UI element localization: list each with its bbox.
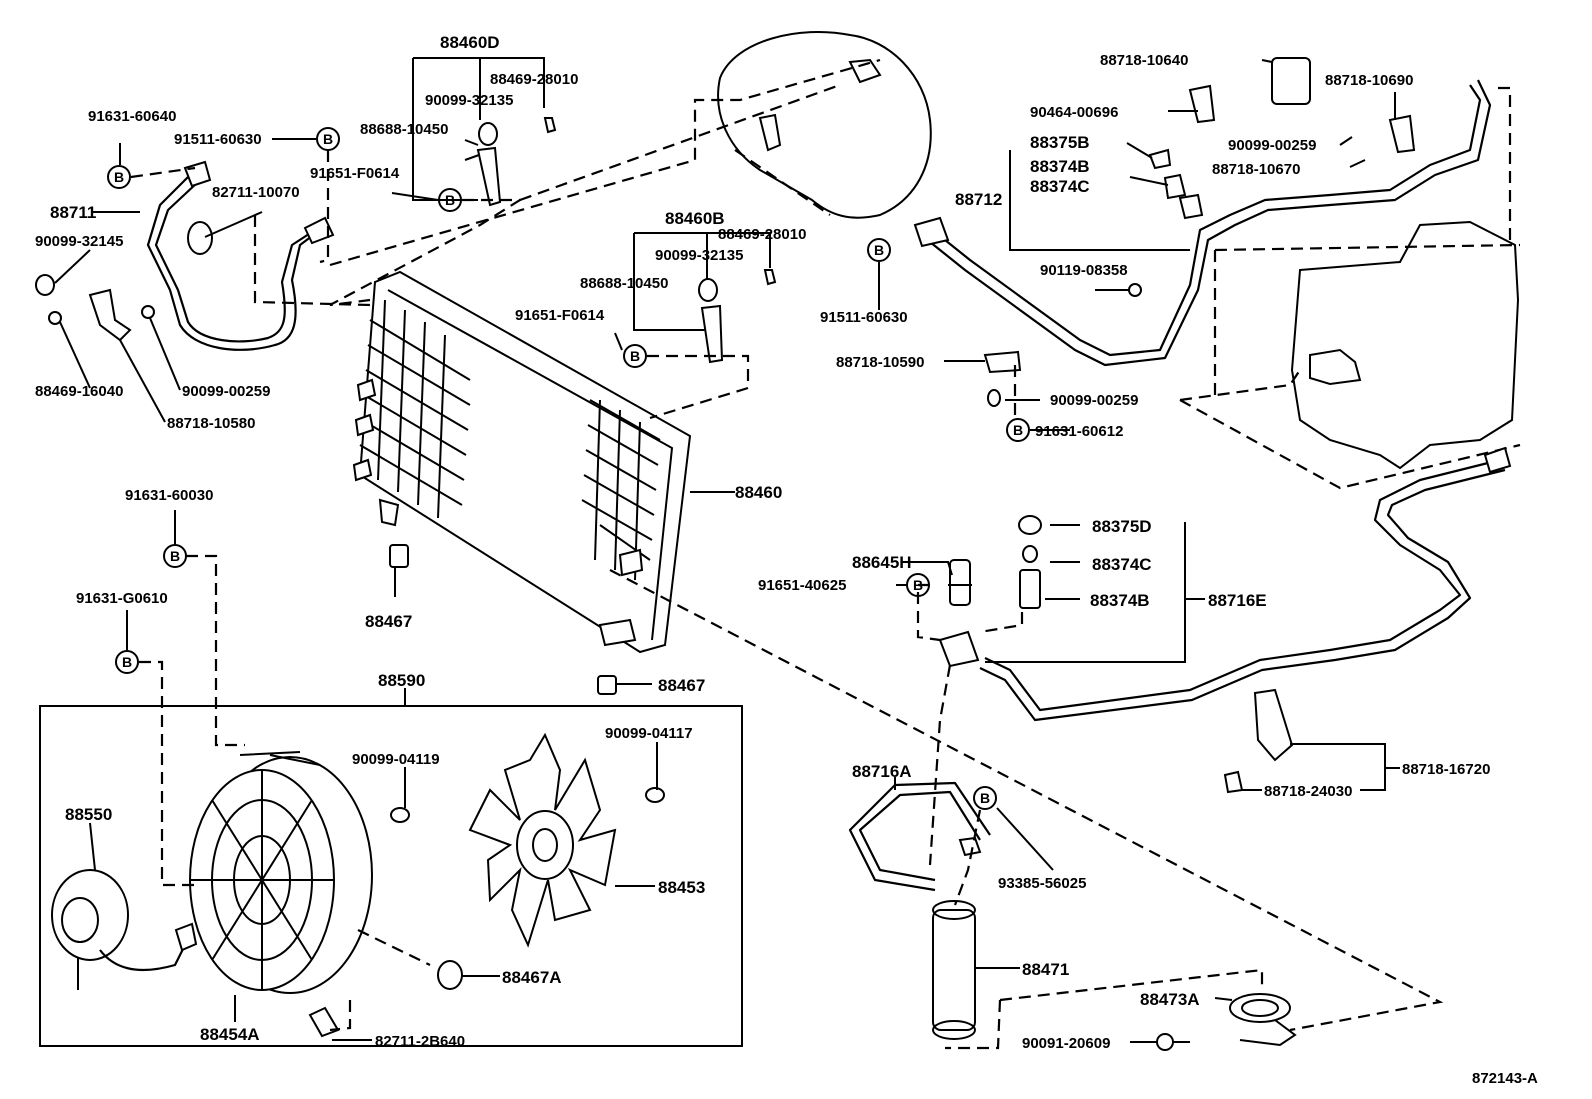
label-88375b: 88375B xyxy=(1030,133,1090,152)
label-90099-00259-a: 90099-00259 xyxy=(182,383,270,400)
label-88590: 88590 xyxy=(378,671,425,690)
label-88460: 88460 xyxy=(735,483,782,502)
bolt-marker: B xyxy=(867,238,891,262)
label-91631-60030: 91631-60030 xyxy=(125,487,213,504)
label-88473a: 88473A xyxy=(1140,990,1200,1009)
label-88469-16040: 88469-16040 xyxy=(35,383,123,400)
label-88716e: 88716E xyxy=(1208,591,1267,610)
label-91651-40625: 91651-40625 xyxy=(758,577,846,594)
label-88718-10690: 88718-10690 xyxy=(1325,72,1413,89)
label-90099-32145: 90099-32145 xyxy=(35,233,123,250)
label-82711-10070: 82711-10070 xyxy=(212,184,300,201)
svg-text:B: B xyxy=(170,548,180,564)
label-91511-60630-a: 91511-60630 xyxy=(174,131,262,148)
label-90099-04117: 90099-04117 xyxy=(605,725,693,742)
bolt-marker: B xyxy=(623,344,647,368)
svg-text:B: B xyxy=(323,131,333,147)
valve-core-88375d xyxy=(1018,515,1042,609)
label-88469-28010-b: 88469-28010 xyxy=(718,226,806,243)
label-88716a: 88716A xyxy=(852,762,912,781)
leader-lines xyxy=(54,57,1400,1043)
svg-text:B: B xyxy=(980,790,990,806)
pressure-switch-88645h xyxy=(948,559,972,606)
label-90099-00259-c: 90099-00259 xyxy=(1050,392,1138,409)
label-88467-a: 88467 xyxy=(365,612,412,631)
fan-shroud-88454a xyxy=(189,751,373,994)
compressor-outline xyxy=(717,31,932,219)
label-90464-00696: 90464-00696 xyxy=(1030,104,1118,121)
label-91651-f0614-a: 91651-F0614 xyxy=(310,165,400,182)
label-88374c-b: 88374C xyxy=(1092,555,1152,574)
engine-outline xyxy=(1179,220,1521,490)
bolt-marker: B xyxy=(973,786,997,810)
label-91651-f0614-b: 91651-F0614 xyxy=(515,307,605,324)
label-88374b-a: 88374B xyxy=(1030,157,1090,176)
condenser-88460 xyxy=(352,270,692,654)
fan-motor-88550 xyxy=(51,869,198,990)
discharge-hose-88711 xyxy=(88,160,335,351)
fan-blade-88453 xyxy=(468,732,617,948)
diagram-id: 872143-A xyxy=(1472,1070,1538,1087)
label-88718-10580: 88718-10580 xyxy=(167,415,255,432)
small-hardware xyxy=(35,57,1416,1051)
label-90091-20609: 90091-20609 xyxy=(1022,1035,1110,1052)
liquid-pipe-88716e xyxy=(938,446,1512,722)
label-88718-24030: 88718-24030 xyxy=(1264,783,1352,800)
label-88460d: 88460D xyxy=(440,33,500,52)
label-88374c-a: 88374C xyxy=(1030,177,1090,196)
bolt-marker: B xyxy=(163,544,187,568)
label-88688-10450-a: 88688-10450 xyxy=(360,121,448,138)
svg-text:B: B xyxy=(122,654,132,670)
dashed-guides xyxy=(130,58,1512,1050)
receiver-drier-88471 xyxy=(932,900,976,1040)
label-88718-16720: 88718-16720 xyxy=(1402,761,1490,778)
label-88718-10590: 88718-10590 xyxy=(836,354,924,371)
label-90099-04119: 90099-04119 xyxy=(352,751,440,768)
label-88460b: 88460B xyxy=(665,209,725,228)
label-91631-60612: 91631-60612 xyxy=(1035,423,1123,440)
label-90099-00259-b: 90099-00259 xyxy=(1228,137,1316,154)
label-88645h: 88645H xyxy=(852,553,912,572)
label-88467-b: 88467 xyxy=(658,676,705,695)
label-88718-10640: 88718-10640 xyxy=(1100,52,1188,69)
label-88454a: 88454A xyxy=(200,1025,260,1044)
bolt-marker: B xyxy=(115,650,139,674)
fan-assembly-box xyxy=(39,705,743,1047)
label-88688-10450-b: 88688-10450 xyxy=(580,275,668,292)
label-88712: 88712 xyxy=(955,190,1002,209)
bolt-marker: B xyxy=(316,127,340,151)
label-91631-60640: 91631-60640 xyxy=(88,108,176,125)
label-91511-60630-b: 91511-60630 xyxy=(820,309,908,326)
bolt-marker: B xyxy=(107,165,131,189)
label-88453: 88453 xyxy=(658,878,705,897)
label-90119-08358: 90119-08358 xyxy=(1040,262,1128,279)
svg-text:B: B xyxy=(630,348,640,364)
svg-text:B: B xyxy=(114,169,124,185)
label-88550: 88550 xyxy=(65,805,112,824)
label-88711: 88711 xyxy=(50,203,96,222)
label-90099-32135-a: 90099-32135 xyxy=(425,92,513,109)
svg-text:B: B xyxy=(1013,422,1023,438)
receiver-pipe-88716a xyxy=(848,781,991,892)
label-88469-28010-a: 88469-28010 xyxy=(490,71,578,88)
label-88467a: 88467A xyxy=(502,968,562,987)
svg-text:B: B xyxy=(874,242,884,258)
label-91631-g0610: 91631-G0610 xyxy=(76,590,168,607)
bracket-88473a xyxy=(1229,993,1297,1047)
label-93385-56025: 93385-56025 xyxy=(998,875,1086,892)
label-88718-10670: 88718-10670 xyxy=(1212,161,1300,178)
bolt-marker: B xyxy=(1006,418,1030,442)
part-labels: 88460D 88469-28010 90099-32135 88688-104… xyxy=(35,33,1538,1087)
condenser-grid-left xyxy=(359,299,471,519)
label-88471: 88471 xyxy=(1022,960,1069,979)
label-82711-2b640: 82711-2B640 xyxy=(375,1033,465,1050)
suction-pipe-88712 xyxy=(913,79,1492,367)
label-88375d: 88375D xyxy=(1092,517,1152,536)
label-90099-32135-b: 90099-32135 xyxy=(655,247,743,264)
label-88374b-b: 88374B xyxy=(1090,591,1150,610)
